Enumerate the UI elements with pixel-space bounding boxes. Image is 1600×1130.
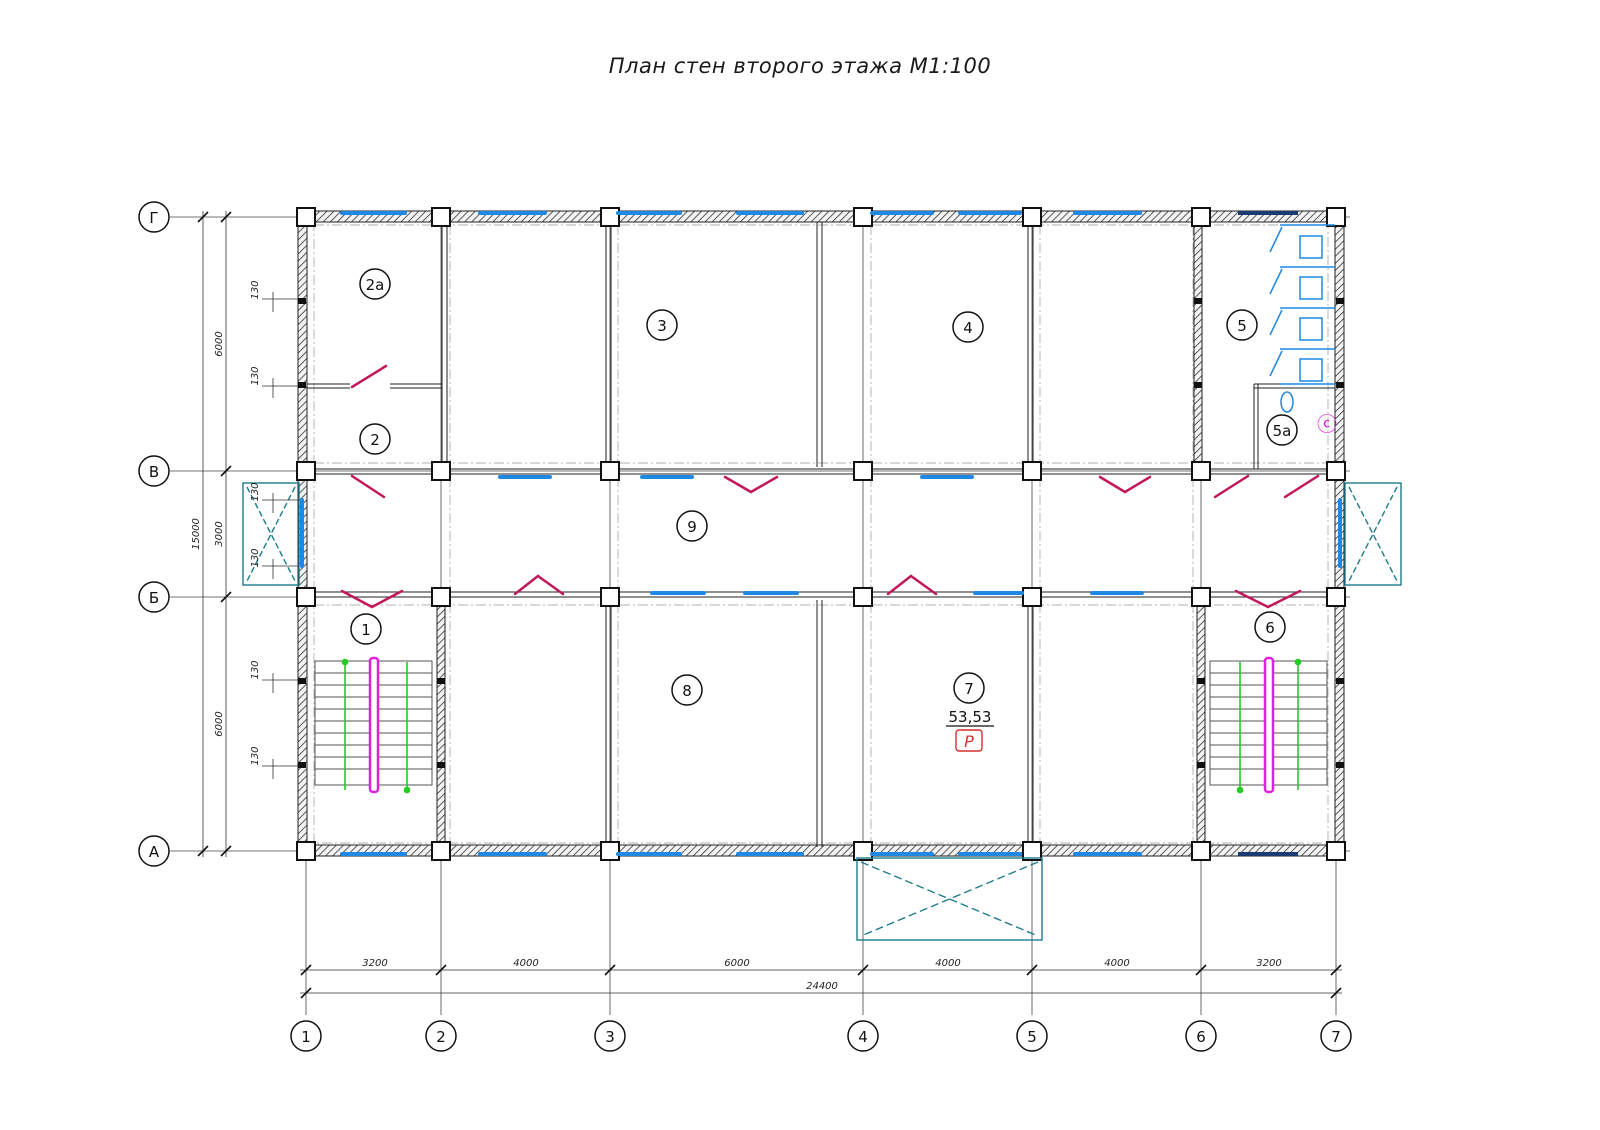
dim-span-g-v: 6000 — [214, 331, 225, 356]
exterior-walls — [297, 210, 1345, 857]
axis-label-4: 4 — [858, 1028, 868, 1046]
axis-label-v: В — [149, 463, 159, 481]
dim-offset: 130 — [250, 746, 261, 765]
room7-area: 53,53 — [949, 708, 992, 726]
dim-span-1-2: 3200 — [362, 958, 387, 969]
room7-tag: Р — [964, 732, 974, 751]
axis-label-a: А — [149, 843, 160, 861]
axis-label-2: 2 — [436, 1028, 446, 1046]
dim-span-5-6: 4000 — [1104, 958, 1129, 969]
toilet-stalls — [1269, 224, 1335, 413]
dim-span-v-b: 3000 — [214, 521, 225, 546]
room-label-3: 3 — [657, 317, 667, 335]
columns — [296, 207, 1346, 861]
dim-offset: 130 — [250, 366, 261, 385]
axis-lines-horizontal — [170, 216, 1350, 852]
dimension-lines — [202, 211, 1342, 994]
axis-label-3: 3 — [605, 1028, 615, 1046]
room-label-4: 4 — [963, 319, 973, 337]
svg-text:ⓒ: ⓒ — [1317, 412, 1337, 436]
dim-offset: 130 — [250, 280, 261, 299]
room-markers — [350, 268, 1298, 706]
dim-span-4-5: 4000 — [935, 958, 960, 969]
room-label-7: 7 — [964, 680, 974, 698]
dim-offset: 130 — [250, 482, 261, 501]
dim-span-2-3: 4000 — [513, 958, 538, 969]
drawing-title: План стен второго этажа М1:100 — [608, 54, 992, 78]
dim-offset: 130 — [250, 660, 261, 679]
doors — [340, 364, 1320, 609]
balconies — [242, 482, 1402, 941]
dim-total-height: 15000 — [191, 518, 202, 550]
room-label-9: 9 — [687, 518, 697, 536]
axis-lines-vertical — [305, 216, 1337, 1015]
interior-walls — [436, 216, 1206, 852]
dim-span-6-7: 3200 — [1256, 958, 1281, 969]
room-label-2: 2 — [370, 431, 380, 449]
room-label-6: 6 — [1265, 619, 1275, 637]
axis-markers-numeric — [290, 1020, 1352, 1052]
room-label-8: 8 — [682, 682, 692, 700]
room-label-5: 5 — [1237, 317, 1247, 335]
room-label-5a: 5а — [1273, 422, 1292, 440]
axis-label-b: Б — [149, 589, 159, 607]
dim-offset: 130 — [250, 548, 261, 567]
axis-label-7: 7 — [1331, 1028, 1341, 1046]
axis-markers-letters — [138, 201, 170, 867]
dim-span-3-4: 6000 — [724, 958, 749, 969]
room-label-2a: 2а — [366, 276, 385, 294]
room7-tag-box — [955, 729, 983, 752]
dim-span-b-a: 6000 — [214, 711, 225, 736]
dim-total-width: 24400 — [806, 981, 838, 992]
axis-label-1: 1 — [301, 1028, 311, 1046]
partitions — [307, 222, 1335, 847]
windows — [300, 211, 1342, 856]
axis-label-5: 5 — [1027, 1028, 1037, 1046]
axis-label-g: Г — [149, 209, 158, 227]
left-dimensions: 6000 3000 6000 15000 130 130 130 130 130… — [191, 280, 261, 765]
axis-label-6: 6 — [1196, 1028, 1206, 1046]
bottom-dimensions: 3200 4000 6000 4000 4000 3200 24400 — [362, 958, 1281, 992]
stairs — [314, 660, 1328, 786]
room-label-1: 1 — [361, 621, 371, 639]
